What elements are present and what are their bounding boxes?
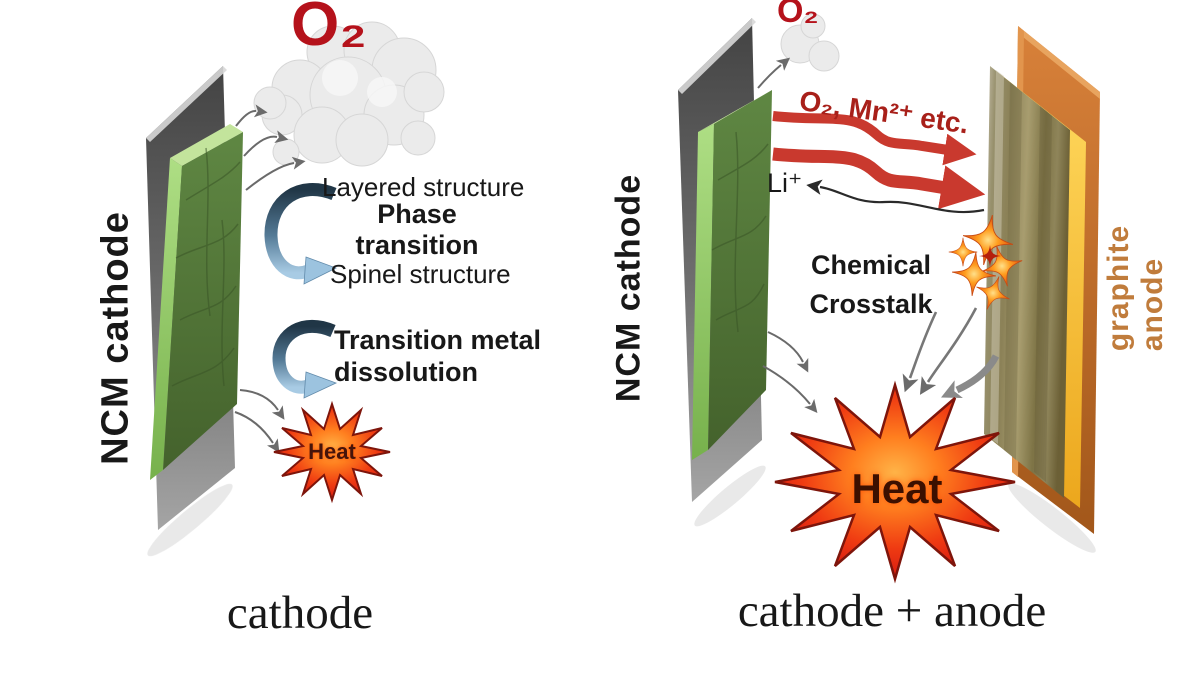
spinel-structure-label: Spinel structure [330,259,511,289]
cathode-texture-cracks [171,147,241,387]
o2-cloud-small [780,13,840,72]
phase-transition-label: Phase transition [355,199,479,261]
cathode-texture-cracks [711,131,769,333]
heat-release-arrows-left [234,389,285,453]
graphite-anode-label: graphite anode [1102,224,1169,352]
right-cathode-slab [692,90,772,460]
right-o2-label: O₂ [777,0,819,30]
o2-gas-cloud [253,21,445,167]
right-caption: cathode + anode [737,585,1047,637]
left-cathode-label: NCM cathode [94,211,137,465]
o2-release-arrows [235,104,306,191]
phase-transition-arrow [264,183,338,285]
li-ion-label: Li⁺ [767,168,803,198]
chemical-crosstalk-label: Chemical Crosstalk [809,250,933,320]
heat-release-arrows-right [762,331,818,414]
red-crosstalk-arrows [772,111,986,210]
dissolution-arrow [272,320,338,399]
heat-label-left: Heat [308,439,356,464]
heat-burst-right [774,380,1016,584]
heat-label-right: Heat [851,465,943,512]
transition-metal-dissolution-label: Transition metal dissolution [334,325,542,388]
o2-release-arrow-right [757,57,791,89]
layered-structure-label: Layered structure [322,172,525,202]
right-cathode-label: NCM cathode [609,173,648,403]
left-cathode-slab [150,124,243,480]
spark-burst [948,214,1023,310]
heat-burst-left [273,400,391,504]
li-ion-arrow [806,179,985,214]
left-o2-label: O₂ [291,0,367,59]
floor-shadows [147,465,1096,557]
gray-crosstalk-arrows [902,307,1000,399]
left-caption: cathode [226,587,374,639]
